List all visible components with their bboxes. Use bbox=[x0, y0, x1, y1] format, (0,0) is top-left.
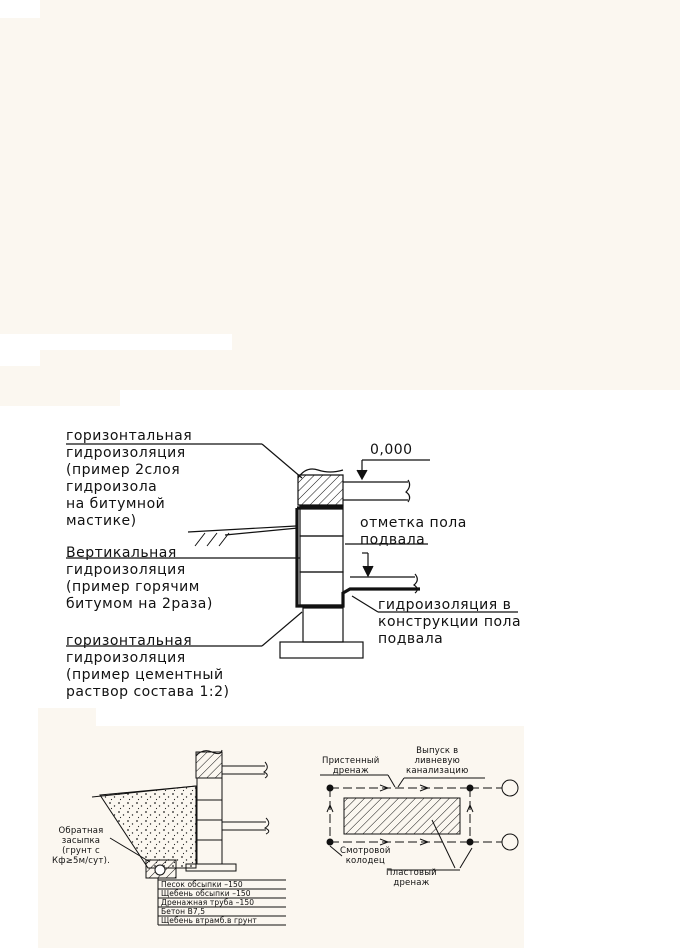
text-line: (пример горячим bbox=[66, 579, 200, 595]
wall-lower bbox=[302, 607, 344, 643]
text-line: подвала bbox=[360, 532, 426, 548]
page-background-band bbox=[232, 334, 680, 350]
text-line: канализацию bbox=[406, 766, 469, 776]
ground-floor-slab bbox=[343, 481, 408, 501]
text-line: гидроизоляция bbox=[66, 650, 186, 666]
text-line: дренаж bbox=[332, 766, 369, 776]
wall-top-hatched-cap-2 bbox=[195, 751, 223, 779]
layer-drainage-area bbox=[343, 797, 461, 835]
page-background-bottom bbox=[38, 708, 96, 728]
layer-table: Песок обсыпки –150 Щебень обсыпки –150 Д… bbox=[161, 880, 257, 925]
text-line: Смотровой bbox=[340, 846, 391, 856]
text-line: (грунт с bbox=[62, 846, 100, 856]
page-background-top-left bbox=[0, 18, 40, 334]
text-line: отметка пола bbox=[360, 515, 467, 531]
text-line: на битумной bbox=[66, 496, 166, 512]
layer-row: Щебень обсыпки –150 bbox=[161, 889, 251, 898]
drainage-panel-background bbox=[38, 726, 524, 948]
wall-block bbox=[299, 505, 344, 537]
text-line: горизонтальная bbox=[66, 428, 193, 444]
label-vertical-waterproofing: Вертикальная гидроизоляция (пример горяч… bbox=[66, 545, 213, 613]
layer-row: Щебень втрамб.в грунт bbox=[161, 916, 257, 925]
detail-3-drainage-plan bbox=[320, 774, 519, 871]
label-storm-outlet: Выпуск в ливневую канализацию bbox=[406, 746, 468, 776]
text-line: гидроизоляция в bbox=[378, 597, 512, 613]
text-line: колодец bbox=[345, 856, 385, 866]
text-line: раствор состава 1:2) bbox=[66, 684, 230, 700]
text-line: (пример 2слоя bbox=[66, 462, 181, 478]
label-layer-drainage: Пластовый дренаж bbox=[386, 868, 437, 888]
layer-row: Дренажная труба –150 bbox=[161, 898, 255, 907]
wall-block bbox=[299, 571, 344, 606]
text-line: гидроизола bbox=[66, 479, 158, 495]
label-basement-floor-level: отметка пола подвала bbox=[360, 515, 467, 549]
level-mark: 0,000 bbox=[370, 442, 413, 458]
detail-2-drainage-section bbox=[91, 749, 286, 926]
backfill-area bbox=[99, 785, 197, 869]
label-backfill: Обратная засыпка (грунт с Кф≥5м/сут). bbox=[52, 826, 110, 866]
text-line: подвала bbox=[378, 631, 444, 647]
ground-line bbox=[187, 525, 297, 533]
text-line: Кф≥5м/сут). bbox=[52, 856, 110, 866]
label-floor-waterproofing: гидроизоляция в конструкции пола подвала bbox=[378, 597, 521, 648]
text-line: гидроизоляция bbox=[66, 562, 186, 578]
manhole-outlet-circle bbox=[501, 833, 519, 851]
label-horizontal-waterproofing-top: горизонтальная гидроизоляция (пример 2сл… bbox=[66, 428, 192, 530]
page-background-top bbox=[40, 0, 680, 334]
text-line: ливневую bbox=[414, 756, 461, 766]
label-wall-drainage: Пристенный дренаж bbox=[322, 756, 380, 776]
detail-1-waterproofing-section bbox=[66, 443, 518, 659]
manhole-outlet-circle bbox=[501, 779, 519, 797]
text-line: засыпка bbox=[61, 836, 101, 846]
text-line: горизонтальная bbox=[66, 633, 193, 649]
label-horizontal-waterproofing-bottom: горизонтальная гидроизоляция (пример цем… bbox=[66, 633, 229, 701]
footing bbox=[279, 641, 364, 659]
page-background-mid-left bbox=[0, 366, 120, 406]
wall-block bbox=[299, 535, 344, 573]
text-line: дренаж bbox=[393, 878, 430, 888]
text-line: Обратная bbox=[58, 826, 104, 836]
text-line: Вертикальная bbox=[66, 545, 177, 561]
text-line: Пластовый bbox=[386, 868, 437, 878]
wall-top-hatched-cap bbox=[297, 474, 344, 506]
text-line: (пример цементный bbox=[66, 667, 224, 683]
label-manhole: Смотровой колодец bbox=[340, 846, 391, 866]
text-line: конструкции пола bbox=[378, 614, 522, 630]
text-line: битумом на 2раза) bbox=[66, 596, 213, 612]
text-line: Пристенный bbox=[322, 756, 380, 766]
vertical-waterproofing-line bbox=[295, 508, 420, 608]
text-line: Выпуск в bbox=[416, 746, 459, 756]
text-line: гидроизоляция bbox=[66, 445, 186, 461]
layer-row: Песок обсыпки –150 bbox=[161, 880, 243, 889]
text-line: мастике) bbox=[66, 513, 137, 529]
layer-row: Бетон В7,5 bbox=[161, 907, 206, 916]
page-background-mid bbox=[40, 350, 680, 390]
